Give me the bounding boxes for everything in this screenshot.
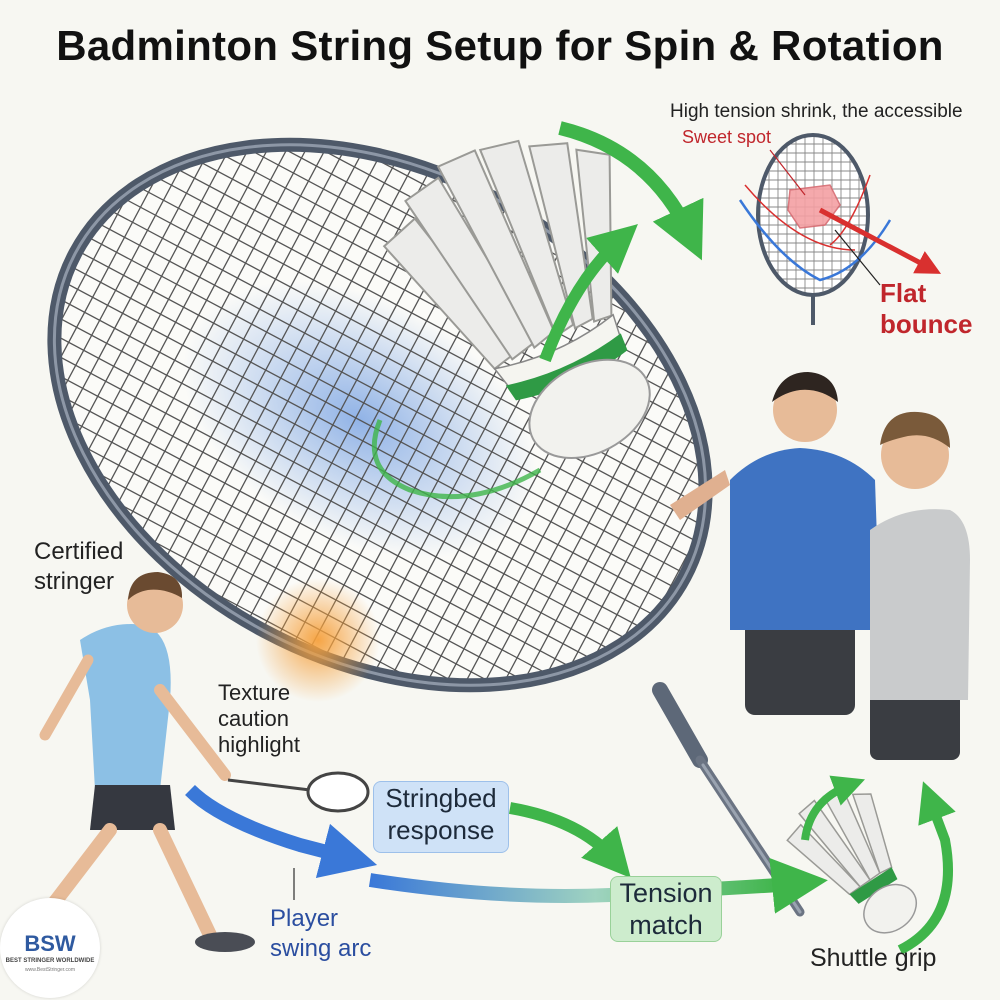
player-line2: swing arc bbox=[270, 935, 372, 962]
texture-caution-label: Texture caution highlight bbox=[218, 680, 300, 758]
racket-string bbox=[97, 90, 357, 577]
flat-bounce-line2: bounce bbox=[880, 309, 973, 339]
racket-string bbox=[127, 106, 387, 593]
racket-string bbox=[111, 152, 748, 492]
stringbed-response-box: Stringbed response bbox=[373, 781, 509, 853]
texture-line3: highlight bbox=[218, 732, 300, 757]
flat-bounce-label: Flat bounce bbox=[880, 278, 972, 340]
racket-string bbox=[23, 317, 660, 657]
racket-string bbox=[0, 362, 636, 703]
rotation-arrow bbox=[558, 121, 704, 261]
racket-string bbox=[47, 272, 684, 612]
stringbed-line2: response bbox=[387, 815, 495, 845]
certified-stringer-label: Certified stringer bbox=[34, 537, 123, 597]
tension-line1: Tension bbox=[619, 878, 713, 908]
player-line1: Player bbox=[270, 905, 339, 932]
tension-line2: match bbox=[629, 910, 703, 940]
logo-tagline: BEST STRINGER WORLDWIDE bbox=[5, 958, 95, 964]
logo-mark: BSW bbox=[24, 931, 76, 956]
spin-arrow-up bbox=[539, 224, 638, 363]
certified-line2: stringer bbox=[34, 568, 115, 595]
player-swing-arc-label: Player swing arc bbox=[270, 904, 371, 964]
racket-string bbox=[7, 347, 644, 688]
shuttle-grip-label: Shuttle grip bbox=[810, 944, 937, 972]
flat-bounce-line1: Flat bbox=[880, 278, 927, 308]
racket-string bbox=[142, 114, 402, 601]
racket-string bbox=[412, 258, 673, 745]
coach-figure bbox=[670, 372, 880, 715]
logo-url: www.BestStringer.com bbox=[24, 967, 76, 973]
certified-line1: Certified bbox=[34, 538, 124, 565]
racket-string bbox=[55, 257, 692, 597]
racket-string bbox=[427, 266, 688, 753]
racket-string bbox=[15, 332, 652, 672]
racket-string bbox=[87, 197, 724, 537]
stringbed-to-tension-arrow bbox=[508, 802, 631, 879]
racket-string bbox=[95, 182, 732, 522]
racket-string bbox=[71, 227, 708, 567]
page-title: Badminton String Setup for Spin & Rotati… bbox=[56, 22, 944, 69]
texture-caution-spot bbox=[256, 578, 380, 702]
racket-string bbox=[39, 287, 676, 627]
flat-bounce-arrow bbox=[818, 207, 942, 274]
tension-match-box: Tension match bbox=[610, 876, 722, 942]
swing-arc-arrow bbox=[185, 784, 378, 879]
texture-line2: caution bbox=[218, 706, 289, 731]
racket-string bbox=[103, 167, 740, 507]
racket-string bbox=[112, 98, 372, 585]
bsw-logo: BSW BEST STRINGER WORLDWIDE www.BestStri… bbox=[0, 898, 100, 998]
flow-band bbox=[368, 873, 781, 903]
grip-arrow-right bbox=[897, 781, 956, 955]
racket-string bbox=[0, 377, 628, 718]
sweet-spot-zone bbox=[787, 184, 841, 229]
racket-string bbox=[79, 212, 716, 552]
racket-string bbox=[0, 392, 620, 733]
inset-caption: High tension shrink, the accessible bbox=[670, 101, 963, 122]
racket-string bbox=[63, 242, 700, 582]
grip-arrow-left bbox=[801, 775, 865, 841]
texture-line1: Texture bbox=[218, 680, 291, 705]
racket-string bbox=[157, 122, 417, 609]
racket-string bbox=[172, 130, 432, 617]
racket-string bbox=[67, 74, 327, 561]
stringer-figure bbox=[15, 572, 370, 952]
racket-string bbox=[31, 302, 668, 642]
racket-string bbox=[119, 137, 756, 477]
racket-string bbox=[187, 138, 447, 625]
racket-string bbox=[82, 82, 342, 569]
stringbed-line1: Stringbed bbox=[385, 783, 497, 813]
player-figure-right bbox=[870, 411, 970, 760]
sweet-spot-label: Sweet spot bbox=[682, 127, 772, 147]
shuttlecock-small bbox=[786, 788, 918, 934]
